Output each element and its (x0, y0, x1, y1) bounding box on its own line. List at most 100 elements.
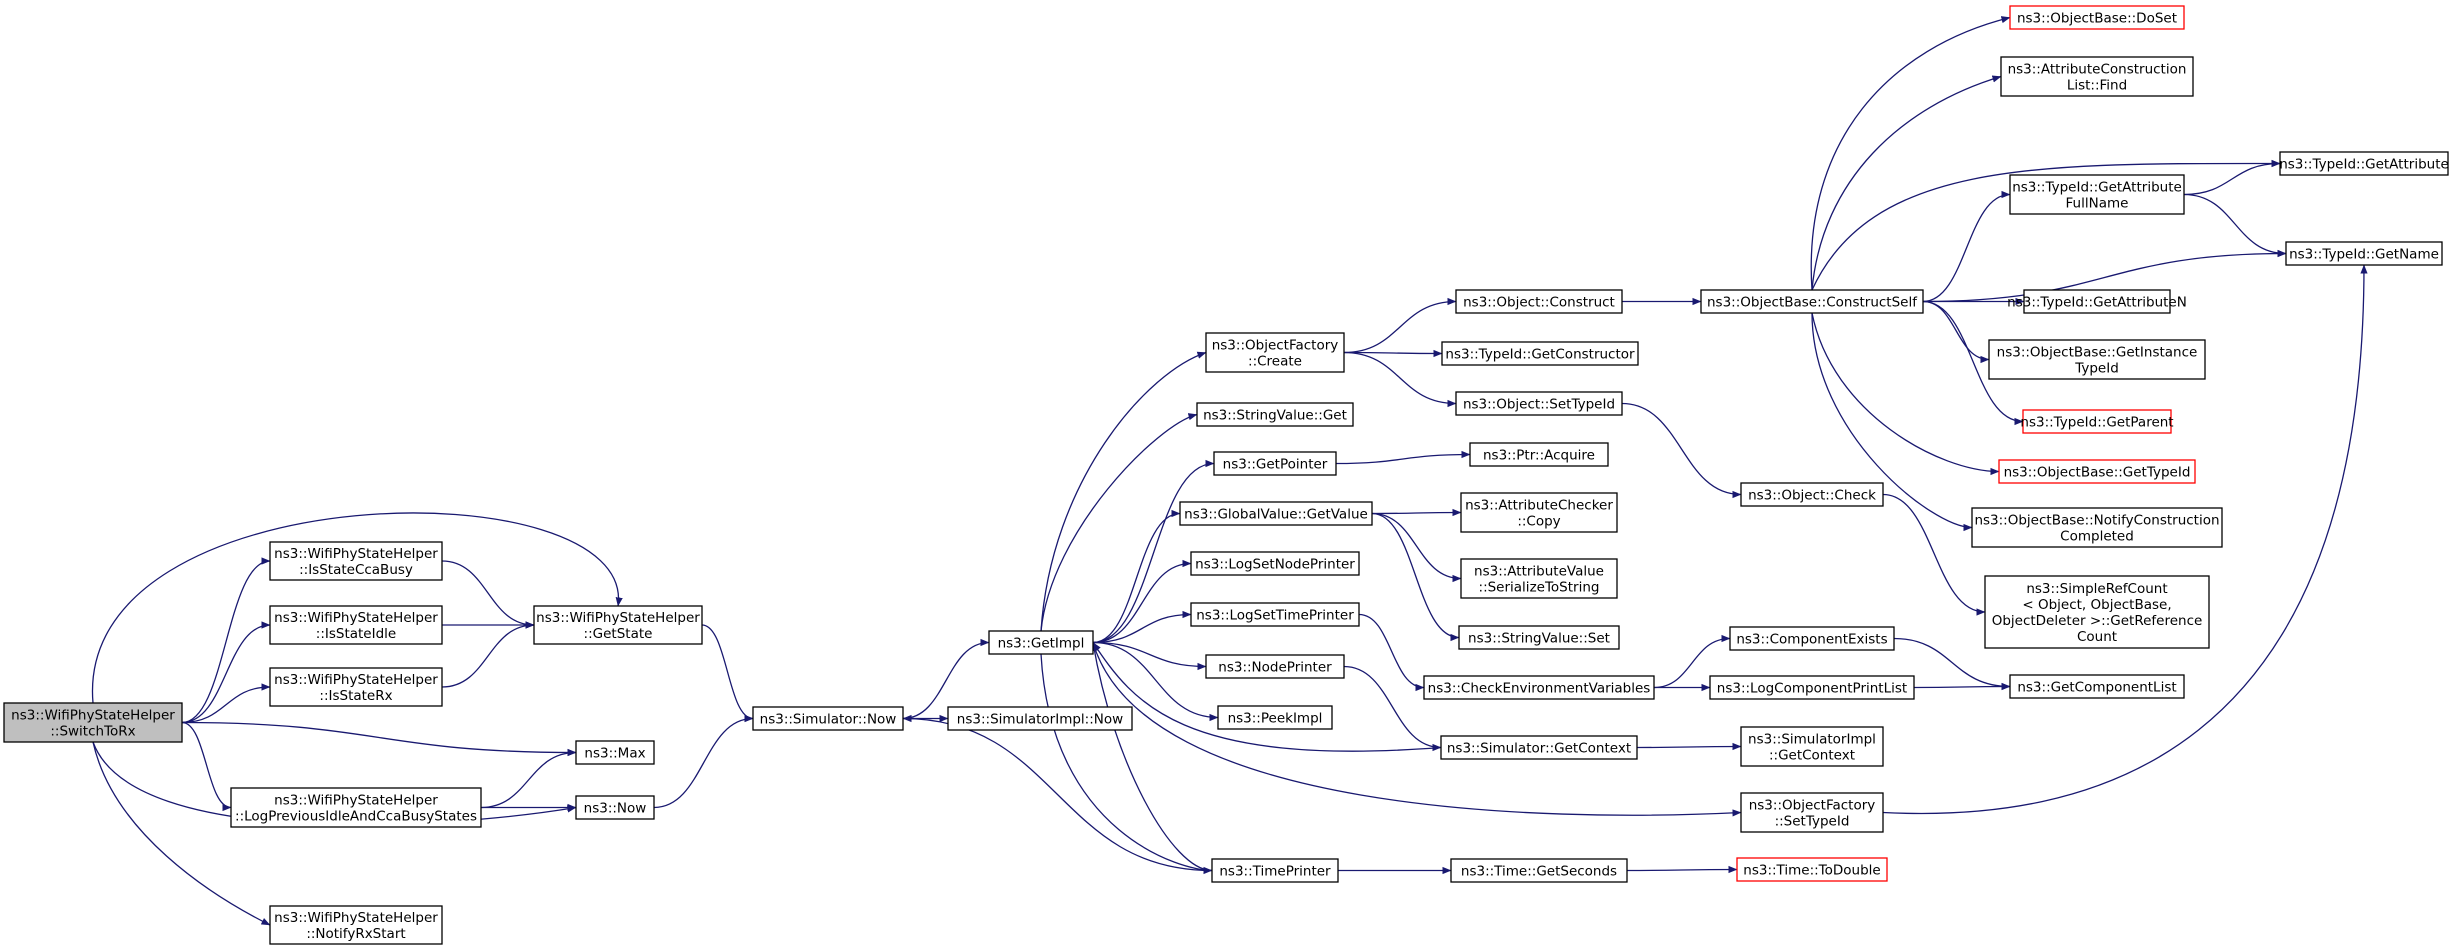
node-string-value-get[interactable]: ns3::StringValue::Get (1196, 402, 1354, 427)
node-object-set-type-id[interactable]: ns3::Object::SetTypeId (1455, 391, 1623, 416)
node-is-state-idle[interactable]: ns3::WifiPhyStateHelper::IsStateIdle (269, 605, 443, 645)
node-box[interactable] (575, 795, 655, 820)
node-time-to-double[interactable]: ns3::Time::ToDouble (1736, 857, 1888, 882)
node-box[interactable] (269, 541, 443, 581)
node-box[interactable] (269, 667, 443, 707)
node-object-check[interactable]: ns3::Object::Check (1740, 482, 1884, 507)
node-box[interactable] (1179, 501, 1373, 526)
node-string-value-set[interactable]: ns3::StringValue::Set (1458, 625, 1620, 650)
node-box[interactable] (1460, 492, 1618, 533)
node-object-construct[interactable]: ns3::Object::Construct (1455, 289, 1623, 314)
node-box[interactable] (947, 706, 1133, 731)
node-type-id-get-attribute[interactable]: ns3::TypeId::GetAttribute (2279, 151, 2449, 176)
node-box[interactable] (1440, 735, 1638, 760)
node-box[interactable] (1213, 451, 1337, 476)
node-component-exists[interactable]: ns3::ComponentExists (1729, 626, 1895, 651)
node-box[interactable] (1729, 626, 1895, 651)
node-box[interactable] (2279, 151, 2449, 176)
node-box[interactable] (1211, 858, 1339, 883)
node-box[interactable] (1205, 654, 1345, 679)
node-time-printer[interactable]: ns3::TimePrinter (1211, 858, 1339, 883)
node-simulator-get-context[interactable]: ns3::Simulator::GetContext (1440, 735, 1638, 760)
node-box[interactable] (1998, 459, 2196, 484)
node-object-base-get-type-id[interactable]: ns3::ObjectBase::GetTypeId (1998, 459, 2196, 484)
node-simulator-impl-get-context[interactable]: ns3::SimulatorImpl::GetContext (1740, 726, 1884, 767)
node-type-id-get-constructor[interactable]: ns3::TypeId::GetConstructor (1441, 341, 1639, 366)
node-attribute-value-serialize[interactable]: ns3::AttributeValue::SerializeToString (1460, 558, 1618, 599)
node-box[interactable] (2009, 174, 2185, 215)
node-box[interactable] (1984, 575, 2210, 649)
node-box[interactable] (1455, 391, 1623, 416)
node-max[interactable]: ns3::Max (575, 740, 655, 765)
node-box[interactable] (988, 630, 1094, 655)
node-log-set-node-printer[interactable]: ns3::LogSetNodePrinter (1190, 551, 1360, 576)
node-box[interactable] (269, 905, 443, 945)
node-box[interactable] (1700, 289, 1924, 314)
node-get-component-list[interactable]: ns3::GetComponentList (2009, 674, 2185, 699)
node-box[interactable] (533, 605, 703, 645)
node-attribute-checker-copy[interactable]: ns3::AttributeChecker::Copy (1460, 492, 1618, 533)
node-box[interactable] (1190, 551, 1360, 576)
node-global-value-get-value[interactable]: ns3::GlobalValue::GetValue (1179, 501, 1373, 526)
node-box[interactable] (1190, 602, 1360, 627)
node-log-previous-idle[interactable]: ns3::WifiPhyStateHelper::LogPreviousIdle… (230, 787, 482, 828)
node-get-impl[interactable]: ns3::GetImpl (988, 630, 1094, 655)
node-box[interactable] (2009, 5, 2185, 30)
node-box[interactable] (1469, 442, 1609, 467)
node-get-pointer[interactable]: ns3::GetPointer (1213, 451, 1337, 476)
node-type-id-get-parent[interactable]: ns3::TypeId::GetParent (2020, 409, 2174, 434)
node-is-state-rx[interactable]: ns3::WifiPhyStateHelper::IsStateRx (269, 667, 443, 707)
node-box[interactable] (1460, 558, 1618, 599)
node-node-printer[interactable]: ns3::NodePrinter (1205, 654, 1345, 679)
node-box[interactable] (1709, 675, 1915, 700)
node-box[interactable] (230, 787, 482, 828)
node-box[interactable] (1988, 339, 2206, 380)
node-is-state-cca-busy[interactable]: ns3::WifiPhyStateHelper::IsStateCcaBusy (269, 541, 443, 581)
node-check-env-vars[interactable]: ns3::CheckEnvironmentVariables (1423, 675, 1655, 700)
node-switch-to-rx[interactable]: ns3::WifiPhyStateHelper::SwitchToRx (3, 702, 183, 743)
node-time-get-seconds[interactable]: ns3::Time::GetSeconds (1450, 858, 1628, 883)
node-box[interactable] (2022, 409, 2172, 434)
node-box[interactable] (1458, 625, 1620, 650)
node-type-id-get-name[interactable]: ns3::TypeId::GetName (2285, 241, 2443, 266)
node-box[interactable] (2009, 674, 2185, 699)
node-object-factory-set-type-id[interactable]: ns3::ObjectFactory::SetTypeId (1740, 792, 1884, 833)
node-simulator-now[interactable]: ns3::Simulator::Now (752, 706, 904, 731)
node-simulator-impl-now[interactable]: ns3::SimulatorImpl::Now (947, 706, 1133, 731)
node-box[interactable] (1217, 705, 1333, 730)
node-peek-impl[interactable]: ns3::PeekImpl (1217, 705, 1333, 730)
node-box[interactable] (2285, 241, 2443, 266)
node-object-factory-create[interactable]: ns3::ObjectFactory::Create (1205, 332, 1345, 373)
node-box[interactable] (1740, 792, 1884, 833)
node-ns3-now[interactable]: ns3::Now (575, 795, 655, 820)
node-box[interactable] (1971, 507, 2223, 548)
node-object-base-construct-self[interactable]: ns3::ObjectBase::ConstructSelf (1700, 289, 1924, 314)
node-log-component-print-list[interactable]: ns3::LogComponentPrintList (1709, 675, 1915, 700)
node-object-base-do-set[interactable]: ns3::ObjectBase::DoSet (2009, 5, 2185, 30)
node-box[interactable] (269, 605, 443, 645)
node-ptr-acquire[interactable]: ns3::Ptr::Acquire (1469, 442, 1609, 467)
node-box[interactable] (1423, 675, 1655, 700)
node-box[interactable] (1455, 289, 1623, 314)
node-box[interactable] (1441, 341, 1639, 366)
node-log-set-time-printer[interactable]: ns3::LogSetTimePrinter (1190, 602, 1360, 627)
node-box[interactable] (575, 740, 655, 765)
node-box[interactable] (1736, 857, 1888, 882)
node-box[interactable] (752, 706, 904, 731)
node-box[interactable] (1196, 402, 1354, 427)
node-box[interactable] (1740, 482, 1884, 507)
node-box[interactable] (1450, 858, 1628, 883)
node-object-base-notify-construction-completed[interactable]: ns3::ObjectBase::NotifyConstructionCompl… (1971, 507, 2223, 548)
node-type-id-get-attribute-n[interactable]: ns3::TypeId::GetAttributeN (2007, 289, 2187, 314)
node-notify-rx-start[interactable]: ns3::WifiPhyStateHelper::NotifyRxStart (269, 905, 443, 945)
node-box[interactable] (1740, 726, 1884, 767)
node-box[interactable] (3, 702, 183, 743)
node-box[interactable] (2000, 56, 2194, 97)
node-get-state[interactable]: ns3::WifiPhyStateHelper::GetState (533, 605, 703, 645)
node-box[interactable] (1205, 332, 1345, 373)
node-box[interactable] (2023, 289, 2171, 314)
node-simple-ref-count-get-reference-count[interactable]: ns3::SimpleRefCount< Object, ObjectBase,… (1984, 575, 2210, 649)
